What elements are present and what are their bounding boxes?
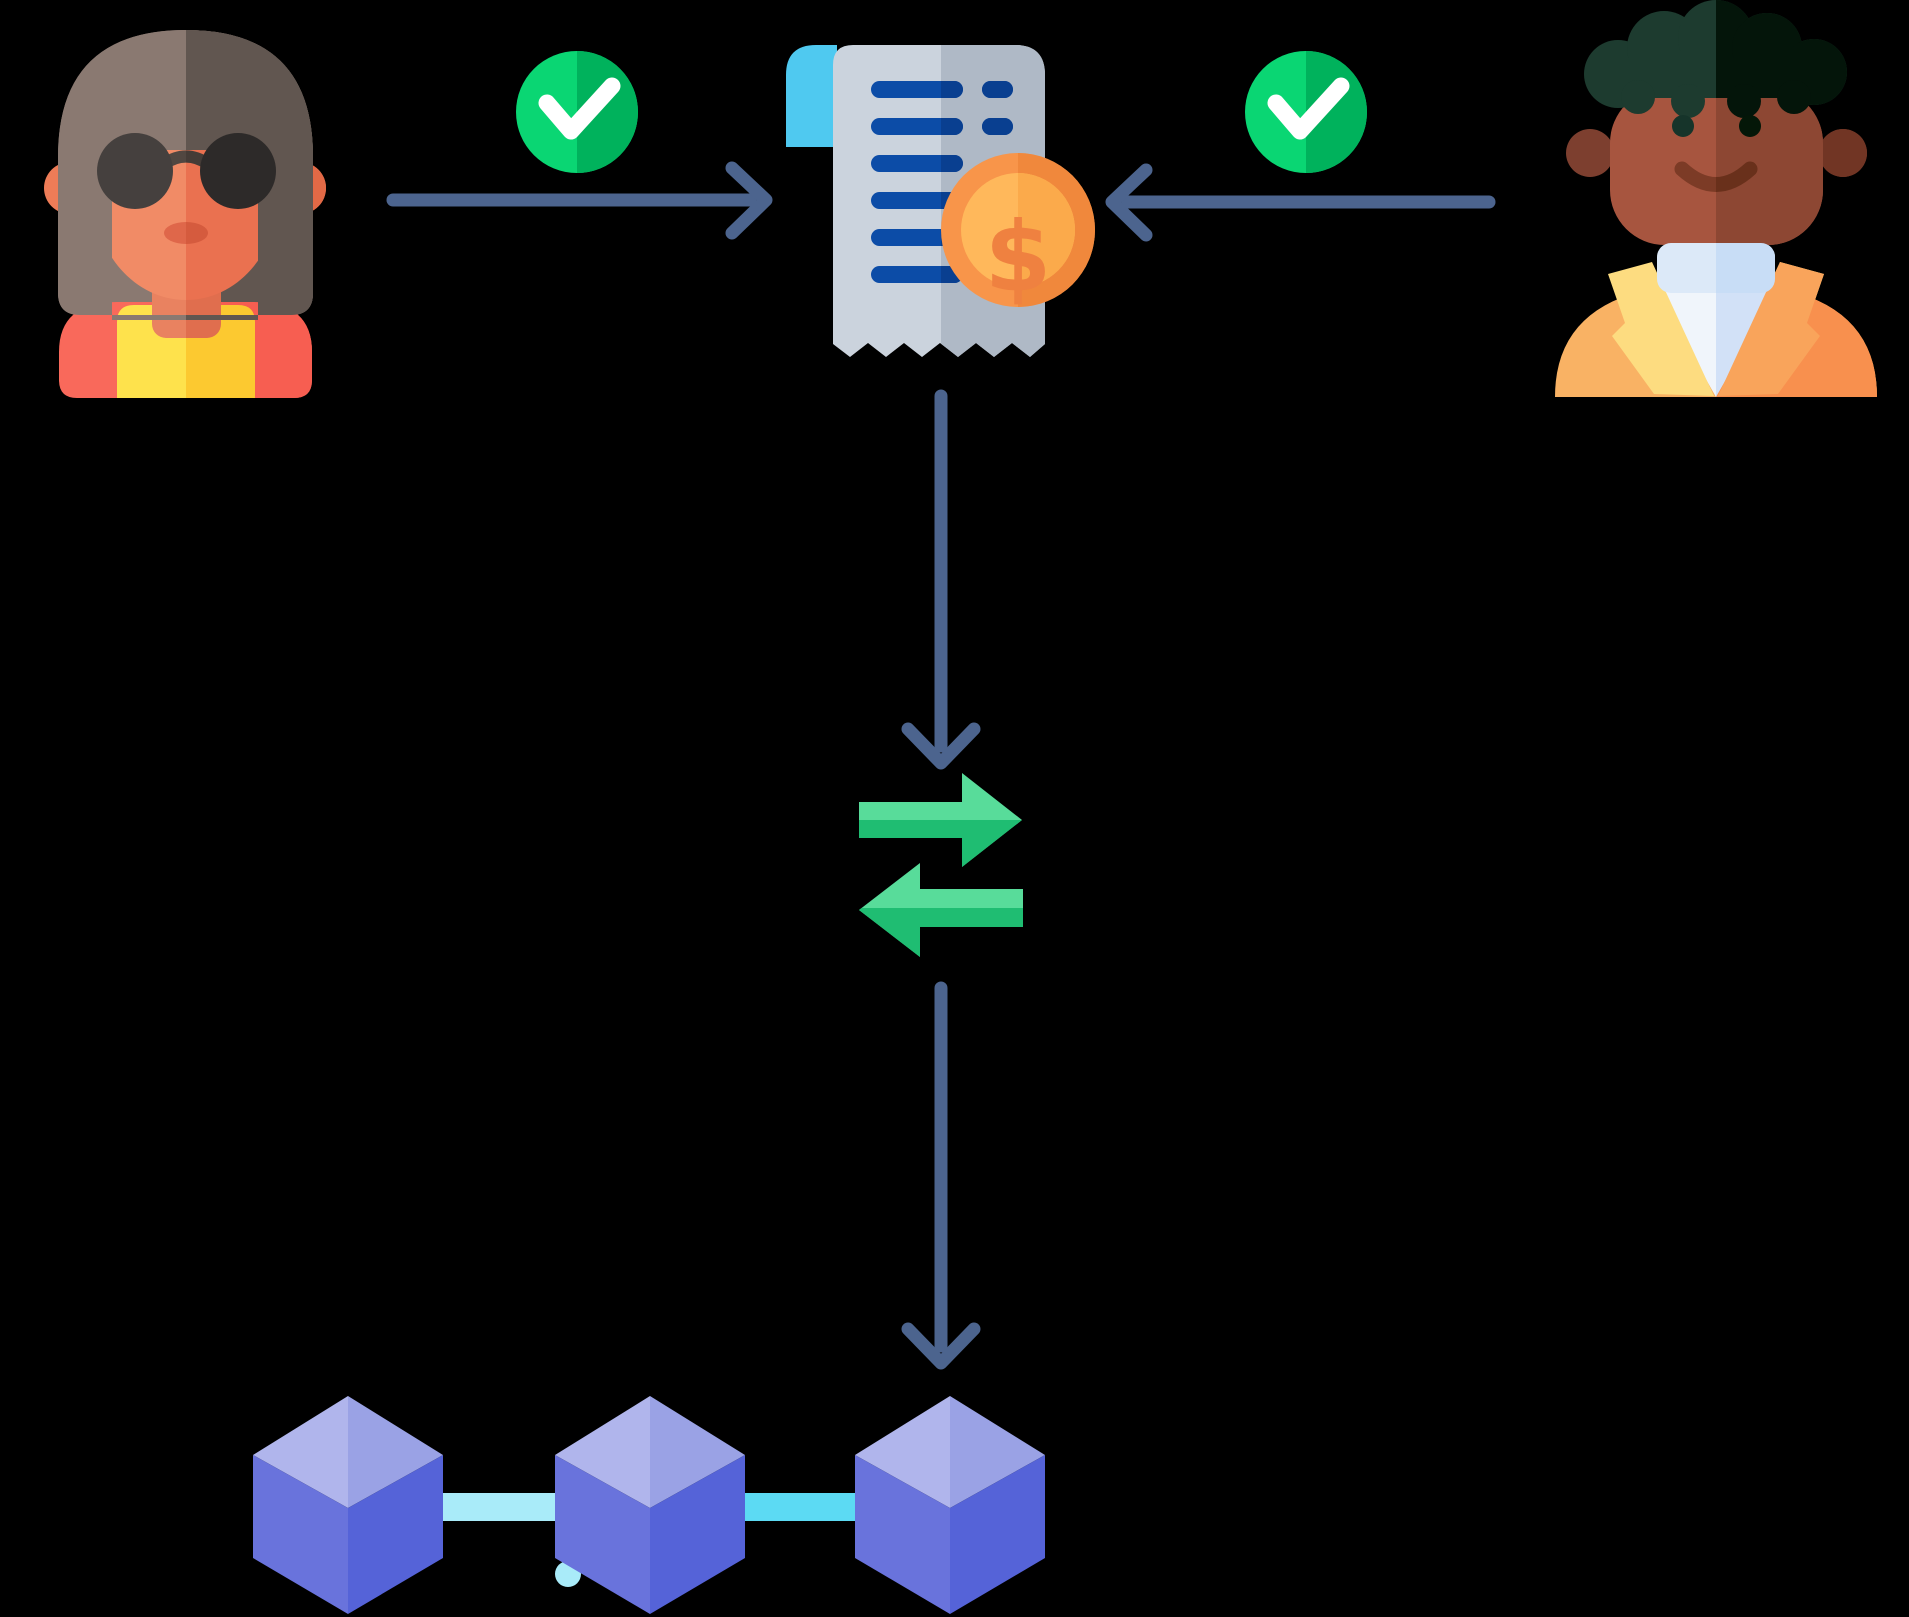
check-icon — [1245, 51, 1367, 173]
arrow-down-icon — [901, 389, 981, 770]
block-link-1 — [440, 1493, 570, 1521]
block-cube-icon — [253, 1396, 443, 1614]
woman-avatar — [44, 30, 326, 398]
blockchain — [253, 1396, 1045, 1614]
arrow-right-icon — [386, 161, 773, 240]
check-icon — [516, 51, 638, 173]
block-cube-icon — [855, 1396, 1045, 1614]
transfer-icon — [859, 773, 1023, 957]
block-cube-icon — [555, 1396, 745, 1614]
dollar-coin-icon: $ — [941, 153, 1095, 313]
block-link-2 — [738, 1493, 868, 1521]
invoice-icon: $ — [786, 45, 1095, 357]
dollar-symbol: $ — [985, 201, 1052, 313]
man-avatar — [1555, 0, 1877, 397]
arrow-down-icon — [901, 981, 981, 1370]
arrow-left-icon — [1105, 163, 1496, 242]
receipt-curl — [786, 45, 837, 147]
